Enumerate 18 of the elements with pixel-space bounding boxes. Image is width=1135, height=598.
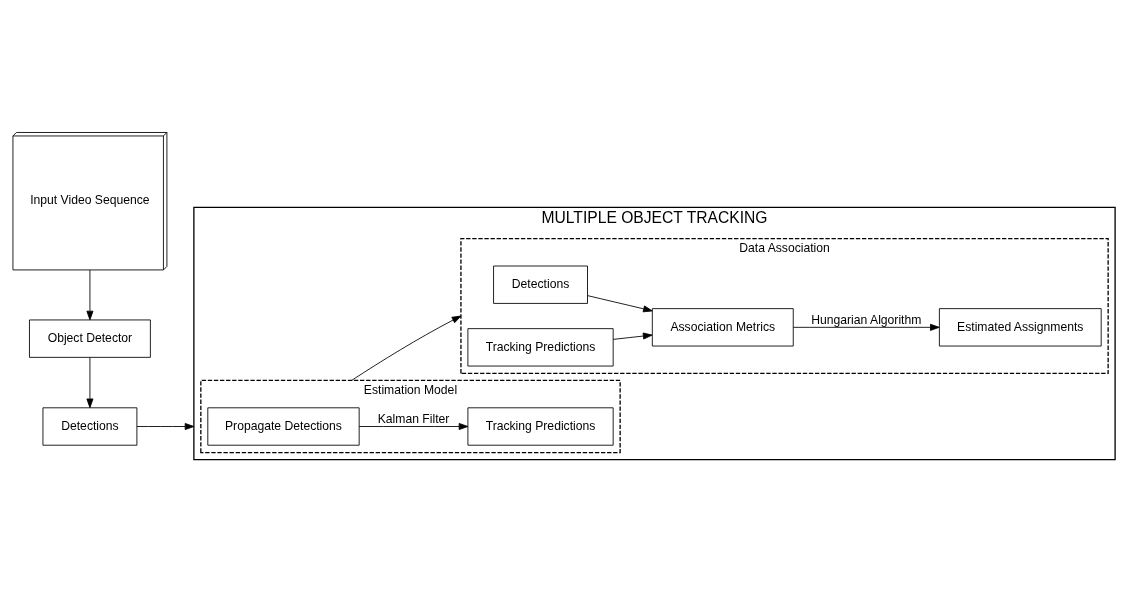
node-box: Tracking Predictions	[467, 327, 614, 366]
arrow	[86, 356, 94, 408]
arrow	[612, 332, 653, 340]
arrow	[792, 323, 940, 331]
edge-label: Kalman Filter	[377, 411, 450, 426]
arrow	[358, 422, 469, 430]
node-box: Detections	[493, 265, 588, 304]
arrow	[587, 294, 653, 312]
node-box: Detections	[42, 406, 138, 446]
node-box: Association Metrics	[651, 307, 794, 346]
arrow	[351, 315, 462, 381]
arrow	[86, 269, 94, 320]
edge-label: Hungarian Algorithm	[811, 312, 922, 327]
node-box: Propagate Detections	[207, 406, 360, 446]
node-box: Estimated Assignments	[938, 307, 1102, 346]
arrow	[136, 422, 195, 430]
node-box: Object Detector	[29, 319, 151, 358]
node-box: Tracking Predictions	[467, 406, 614, 446]
